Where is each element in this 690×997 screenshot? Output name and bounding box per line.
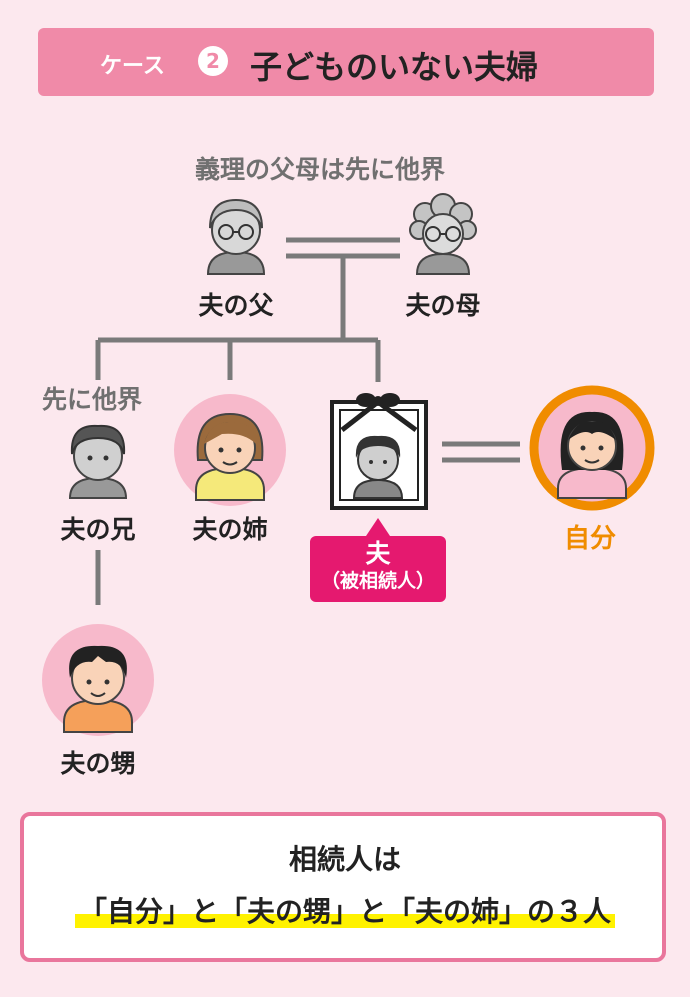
label-husband-brother: 夫の兄 bbox=[60, 515, 136, 544]
husband-portrait bbox=[330, 393, 428, 510]
self-figure bbox=[529, 385, 655, 511]
husband-mother-figure bbox=[409, 193, 477, 275]
result-box bbox=[20, 812, 666, 962]
header-banner bbox=[38, 28, 654, 96]
tree-lines bbox=[95, 237, 520, 605]
husband-father-figure bbox=[206, 198, 266, 275]
case-number-badge: 2 bbox=[198, 46, 228, 76]
label-self: 自分 bbox=[564, 524, 617, 554]
husband-sister-figure bbox=[174, 394, 286, 506]
husband-brother-figure bbox=[68, 424, 128, 499]
label-husband-sister: 夫の姉 bbox=[192, 515, 268, 544]
label-husband-mother: 夫の母 bbox=[405, 291, 481, 320]
label-husband-father: 夫の父 bbox=[198, 291, 274, 320]
result-line-1: 相続人は bbox=[288, 843, 401, 876]
case-label: ケース bbox=[100, 54, 165, 79]
note-brother-deceased: 先に他界 bbox=[42, 385, 143, 414]
husband-tag-pointer bbox=[366, 518, 390, 536]
note-in-laws-deceased: 義理の父母は先に他界 bbox=[195, 155, 446, 184]
label-husband-nephew: 夫の甥 bbox=[60, 749, 136, 778]
husband-nephew-figure bbox=[42, 624, 154, 736]
result-line-2-text: 「自分」と「夫の甥」と「夫の姉」の３人 bbox=[74, 895, 615, 928]
result-line-2: 「自分」と「夫の甥」と「夫の姉」の３人 bbox=[0, 890, 690, 930]
husband-tag: 夫 （被相続人） bbox=[310, 536, 446, 602]
husband-tag-sub: （被相続人） bbox=[320, 570, 435, 592]
husband-tag-main: 夫 bbox=[365, 539, 391, 568]
page-title: 子どものいない夫婦 bbox=[250, 48, 539, 86]
